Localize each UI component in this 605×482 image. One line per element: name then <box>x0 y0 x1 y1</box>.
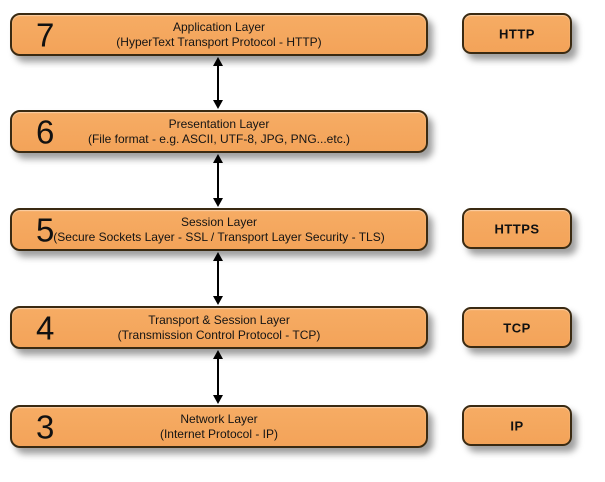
double-arrow-layer5-layer4 <box>212 252 224 305</box>
layer-subtitle: (File format - e.g. ASCII, UTF-8, JPG, P… <box>87 131 351 146</box>
arrow-shaft <box>217 161 219 200</box>
arrow-shaft <box>217 357 219 397</box>
protocol-label: HTTPS <box>494 221 540 236</box>
layer-title: Presentation Layer <box>168 116 270 131</box>
double-arrow-layer6-layer5 <box>212 154 224 207</box>
protocol-label: HTTP <box>499 26 535 41</box>
arrow-shaft <box>217 64 219 102</box>
protocol-box-https: HTTPS <box>462 208 572 249</box>
layer-text: Transport & Session Layer (Transmission … <box>12 313 426 343</box>
layer-box-4: 4 Transport & Session Layer (Transmissio… <box>10 306 428 349</box>
double-arrow-layer7-layer6 <box>212 57 224 109</box>
layer-box-5: 5 Session Layer (Secure Sockets Layer - … <box>10 208 428 251</box>
layer-title: Application Layer <box>172 19 266 34</box>
layer-box-7: 7 Application Layer (HyperText Transport… <box>10 13 428 56</box>
layer-number: 6 <box>36 113 55 150</box>
layer-subtitle: (Secure Sockets Layer - SSL / Transport … <box>53 229 385 244</box>
protocol-label: IP <box>510 418 524 433</box>
arrow-shaft <box>217 259 219 298</box>
layer-number: 3 <box>36 408 55 445</box>
layer-text: Presentation Layer (File format - e.g. A… <box>12 117 426 147</box>
layer-text: Application Layer (HyperText Transport P… <box>12 20 426 50</box>
layer-number: 4 <box>36 309 55 346</box>
layer-number: 5 <box>36 211 55 248</box>
layer-number: 7 <box>36 16 55 53</box>
protocol-box-http: HTTP <box>462 13 572 54</box>
layer-box-3: 3 Network Layer (Internet Protocol - IP) <box>10 405 428 448</box>
layer-text: Network Layer (Internet Protocol - IP) <box>12 412 426 442</box>
layer-title: Network Layer <box>180 411 258 426</box>
protocol-box-ip: IP <box>462 405 572 446</box>
layer-subtitle: (Transmission Control Protocol - TCP) <box>117 327 321 342</box>
protocol-box-tcp: TCP <box>462 307 572 348</box>
layer-subtitle: (HyperText Transport Protocol - HTTP) <box>116 34 322 49</box>
layer-subtitle: (Internet Protocol - IP) <box>159 426 279 441</box>
layer-box-6: 6 Presentation Layer (File format - e.g.… <box>10 110 428 153</box>
double-arrow-layer4-layer3 <box>212 350 224 404</box>
layer-title: Session Layer <box>180 214 258 229</box>
layer-text: Session Layer (Secure Sockets Layer - SS… <box>12 215 426 245</box>
layer-title: Transport & Session Layer <box>148 312 290 327</box>
protocol-label: TCP <box>503 320 531 335</box>
